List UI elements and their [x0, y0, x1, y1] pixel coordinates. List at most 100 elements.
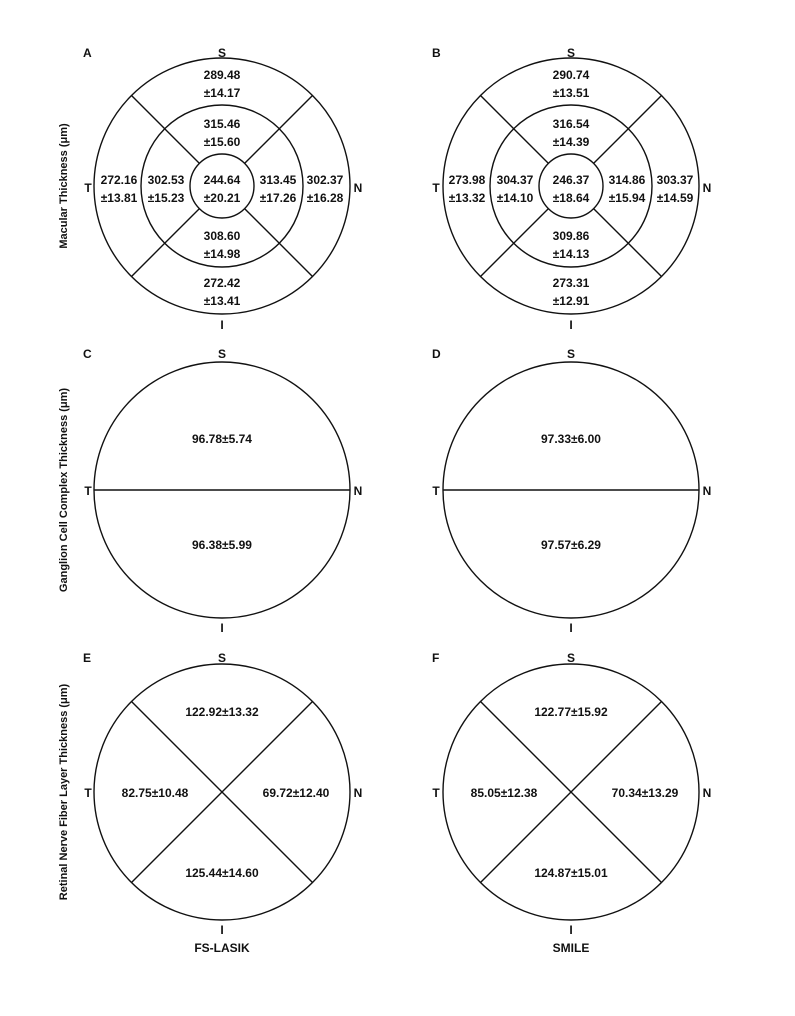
- sd-outer-superior: ±14.17: [204, 86, 241, 100]
- value-outer-superior: 290.74: [553, 68, 590, 82]
- outer-ring: [442, 57, 700, 315]
- sd-inner-inferior: ±14.13: [553, 247, 590, 261]
- value-inferior: 125.44±14.60: [185, 866, 259, 880]
- panel-label-e: E: [83, 651, 91, 665]
- panel-f: F S I T N 122.77±15.92 85.05±12.38 70.34…: [432, 651, 711, 937]
- panel-label-c: C: [83, 347, 92, 361]
- diagonal-divider: [480, 701, 662, 883]
- value-inferior: 97.57±6.29: [541, 538, 601, 552]
- row-label-macular: Macular Thickness (μm): [58, 123, 70, 249]
- sector-line: [131, 242, 166, 277]
- group-label-fs-lasik: FS-LASIK: [194, 941, 250, 955]
- panel-label-d: D: [432, 347, 441, 361]
- sector-line: [627, 242, 662, 277]
- value-outer-inferior: 272.42: [204, 276, 241, 290]
- value-superior: 122.77±15.92: [534, 705, 608, 719]
- value-inferior: 124.87±15.01: [534, 866, 608, 880]
- rnfl-circle: [442, 663, 700, 921]
- sd-outer-inferior: ±12.91: [553, 294, 590, 308]
- orientation-nasal: N: [354, 181, 363, 195]
- panel-c: C S I T N 96.78±5.74 96.38±5.99: [83, 347, 362, 635]
- panel-e: E S I T N 122.92±13.32 82.75±10.48 69.72…: [83, 651, 362, 937]
- orientation-superior: S: [218, 651, 226, 665]
- value-outer-superior: 289.48: [204, 68, 241, 82]
- value-outer-nasal: 302.37: [307, 173, 344, 187]
- orientation-nasal: N: [354, 484, 363, 498]
- value-inner-superior: 315.46: [204, 117, 241, 131]
- sector-line: [131, 95, 166, 130]
- panel-a: A S I T N 289.48 ±14.17 315.46 ±15.60 27…: [83, 46, 362, 332]
- orientation-inferior: I: [220, 621, 223, 635]
- orientation-inferior: I: [220, 318, 223, 332]
- sector-line: [513, 208, 549, 244]
- orientation-inferior: I: [569, 318, 572, 332]
- orientation-temporal: T: [84, 181, 92, 195]
- sd-inner-nasal: ±15.94: [609, 191, 646, 205]
- value-nasal: 69.72±12.40: [263, 786, 330, 800]
- sd-outer-nasal: ±14.59: [657, 191, 694, 205]
- value-outer-temporal: 272.16: [101, 173, 138, 187]
- value-inner-temporal: 304.37: [497, 173, 534, 187]
- panel-label-f: F: [432, 651, 439, 665]
- sd-inner-superior: ±14.39: [553, 135, 590, 149]
- value-nasal: 70.34±13.29: [612, 786, 679, 800]
- sector-line: [244, 208, 280, 244]
- value-inner-temporal: 302.53: [148, 173, 185, 187]
- value-inner-nasal: 313.45: [260, 173, 297, 187]
- value-inner-inferior: 309.86: [553, 229, 590, 243]
- value-superior: 122.92±13.32: [185, 705, 259, 719]
- value-superior: 97.33±6.00: [541, 432, 601, 446]
- orientation-temporal: T: [432, 484, 440, 498]
- center-circle: [538, 153, 604, 219]
- diagonal-divider: [131, 701, 313, 883]
- orientation-nasal: N: [354, 786, 363, 800]
- value-inner-nasal: 314.86: [609, 173, 646, 187]
- sd-inner-temporal: ±15.23: [148, 191, 185, 205]
- sector-line: [278, 95, 313, 130]
- sd-inner-inferior: ±14.98: [204, 247, 241, 261]
- orientation-superior: S: [567, 651, 575, 665]
- sector-line: [593, 128, 629, 164]
- panel-b: B S I T N 290.74 ±13.51 316.54 ±14.39 27…: [432, 46, 711, 332]
- outer-ring: [93, 57, 351, 315]
- inner-ring: [140, 104, 304, 268]
- panel-d: D S I T N 97.33±6.00 97.57±6.29: [432, 347, 711, 635]
- orientation-nasal: N: [703, 181, 712, 195]
- row-label-rnfl: Retinal Nerve Fiber Layer Thickness (μm): [58, 683, 70, 900]
- sector-line: [278, 242, 313, 277]
- sd-outer-inferior: ±13.41: [204, 294, 241, 308]
- sector-line: [480, 242, 515, 277]
- value-center: 246.37: [553, 173, 590, 187]
- sd-inner-nasal: ±17.26: [260, 191, 297, 205]
- orientation-nasal: N: [703, 484, 712, 498]
- group-label-smile: SMILE: [553, 941, 590, 955]
- sector-line: [627, 95, 662, 130]
- sd-inner-temporal: ±14.10: [497, 191, 534, 205]
- orientation-superior: S: [218, 347, 226, 361]
- value-inner-inferior: 308.60: [204, 229, 241, 243]
- sd-outer-temporal: ±13.32: [449, 191, 486, 205]
- orientation-temporal: T: [84, 484, 92, 498]
- sector-line: [164, 128, 200, 164]
- value-outer-nasal: 303.37: [657, 173, 694, 187]
- sd-outer-nasal: ±16.28: [307, 191, 344, 205]
- panel-label-a: A: [83, 46, 92, 60]
- sector-line: [244, 128, 280, 164]
- inner-ring: [489, 104, 653, 268]
- center-circle: [189, 153, 255, 219]
- value-temporal: 85.05±12.38: [471, 786, 538, 800]
- sector-line: [164, 208, 200, 244]
- orientation-temporal: T: [432, 181, 440, 195]
- orientation-nasal: N: [703, 786, 712, 800]
- orientation-inferior: I: [569, 621, 572, 635]
- orientation-superior: S: [567, 46, 575, 60]
- value-outer-inferior: 273.31: [553, 276, 590, 290]
- orientation-inferior: I: [220, 923, 223, 937]
- value-temporal: 82.75±10.48: [122, 786, 189, 800]
- value-inner-superior: 316.54: [553, 117, 590, 131]
- sd-center: ±18.64: [553, 191, 590, 205]
- sector-line: [593, 208, 629, 244]
- rnfl-circle: [93, 663, 351, 921]
- value-center: 244.64: [204, 173, 241, 187]
